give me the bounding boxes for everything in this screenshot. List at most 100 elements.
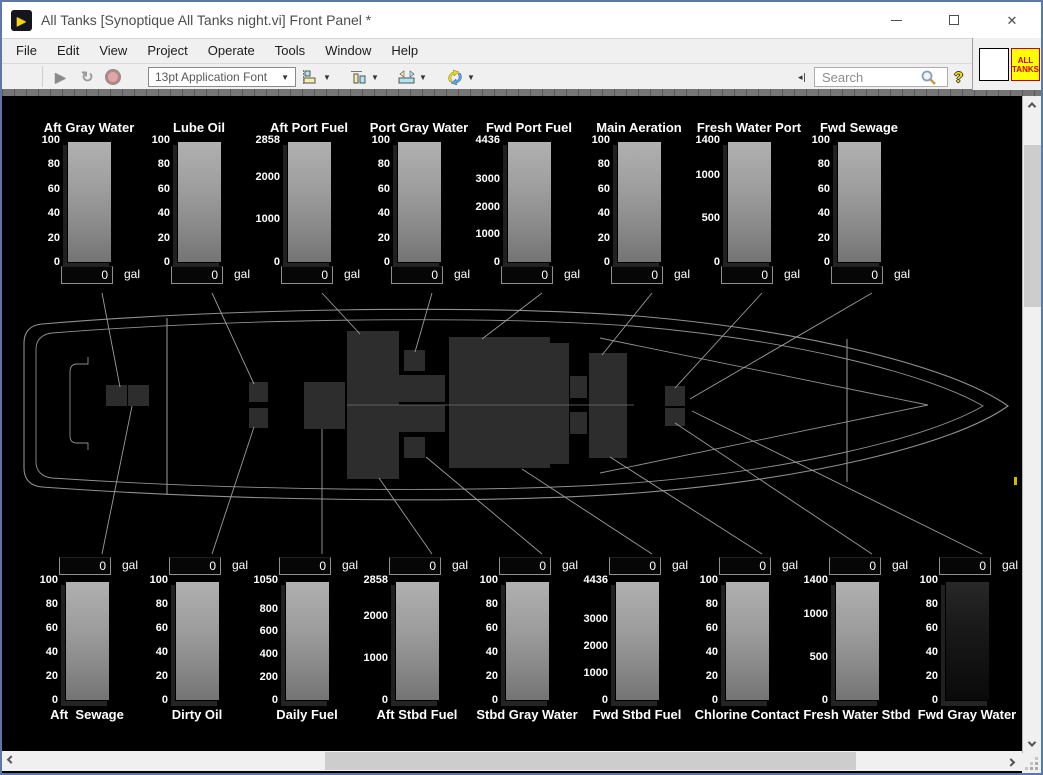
tank-indicator-port-gray-water[interactable] bbox=[393, 141, 442, 268]
search-icon bbox=[921, 70, 936, 85]
tank-indicator-aft-sewage[interactable] bbox=[61, 581, 110, 706]
tank-indicator-dirty-oil[interactable] bbox=[171, 581, 220, 706]
vertical-scrollbar-thumb[interactable] bbox=[1024, 145, 1041, 307]
numeric-readout-fwd-stbd-fuel[interactable]: 0 bbox=[609, 557, 661, 575]
gauge-tick-label: 100 bbox=[151, 134, 170, 146]
menu-item-tools[interactable]: Tools bbox=[274, 43, 306, 58]
tank-indicator-chlorine-contact[interactable] bbox=[721, 581, 770, 706]
toolbar-overflow-arrow[interactable]: ◂ bbox=[798, 64, 805, 90]
close-button[interactable]: ✕ bbox=[983, 2, 1041, 38]
numeric-readout-fwd-port-fuel[interactable]: 0 bbox=[501, 266, 553, 284]
horizontal-scrollbar-thumb[interactable] bbox=[325, 752, 856, 770]
gauge-tick-label: 20 bbox=[47, 231, 60, 244]
numeric-readout-fwd-sewage[interactable]: 0 bbox=[831, 266, 883, 284]
menu-item-file[interactable]: File bbox=[16, 43, 37, 58]
scroll-up-button[interactable] bbox=[1023, 96, 1041, 114]
tank-indicator-stbd-gray-water[interactable] bbox=[501, 581, 550, 706]
numeric-readout-fresh-water-stbd[interactable]: 0 bbox=[829, 557, 881, 575]
tank-indicator-main-aeration[interactable] bbox=[613, 141, 662, 268]
numeric-readout-lube-oil[interactable]: 0 bbox=[171, 266, 223, 284]
run-continuously-icon: ↻ bbox=[81, 69, 94, 86]
unit-label: gal bbox=[124, 267, 141, 281]
menu-item-edit[interactable]: Edit bbox=[56, 43, 80, 58]
gauge-tick-label: 500 bbox=[809, 651, 828, 664]
tank-indicator-aft-port-fuel[interactable] bbox=[283, 141, 332, 268]
unit-label: gal bbox=[1002, 558, 1019, 572]
resize-objects-button[interactable]: ▼ bbox=[398, 64, 427, 90]
chevron-down-icon: ▼ bbox=[323, 72, 331, 82]
numeric-readout-aft-gray-water[interactable]: 0 bbox=[61, 266, 113, 284]
vertical-scrollbar[interactable] bbox=[1022, 96, 1041, 753]
chevron-down-icon bbox=[1027, 738, 1037, 747]
tank-indicator-fresh-water-port[interactable] bbox=[723, 141, 772, 268]
gauge-tick-label: 1400 bbox=[803, 574, 828, 586]
menu-item-help[interactable]: Help bbox=[391, 43, 419, 58]
numeric-readout-chlorine-contact[interactable]: 0 bbox=[719, 557, 771, 575]
numeric-readout-dirty-oil[interactable]: 0 bbox=[169, 557, 221, 575]
run-continuously-button[interactable]: ↻ bbox=[81, 64, 94, 90]
gauge-tick-label: 60 bbox=[485, 622, 498, 634]
numeric-readout-port-gray-water[interactable]: 0 bbox=[391, 266, 443, 284]
gauge-tick-label: 100 bbox=[479, 574, 498, 586]
gauge-title-chlorine-contact: Chlorine Contact bbox=[694, 707, 800, 722]
run-button[interactable]: ▶ bbox=[55, 64, 66, 90]
numeric-readout-daily-fuel[interactable]: 0 bbox=[279, 557, 331, 575]
vi-badge-line1: ALL bbox=[1017, 55, 1034, 65]
tank-indicator-fresh-water-stbd[interactable] bbox=[831, 581, 880, 706]
resize-corner[interactable] bbox=[1022, 753, 1041, 773]
gauge-tick-label: 1000 bbox=[363, 652, 388, 664]
numeric-readout-fwd-gray-water[interactable]: 0 bbox=[939, 557, 991, 575]
numeric-readout-aft-port-fuel[interactable]: 0 bbox=[281, 266, 333, 284]
tank-indicator-aft-gray-water[interactable] bbox=[63, 141, 112, 268]
gauge-tick-label: 20 bbox=[597, 231, 610, 244]
vi-icon-block: ALL TANKS bbox=[972, 38, 1041, 90]
gauge-tick-label: 0 bbox=[53, 256, 60, 268]
distribute-objects-button[interactable]: ▼ bbox=[350, 64, 379, 90]
abort-button[interactable] bbox=[106, 64, 120, 90]
reorder-objects-button[interactable]: ▼ bbox=[446, 64, 475, 90]
scroll-down-button[interactable] bbox=[1023, 735, 1041, 753]
menu-item-window[interactable]: Window bbox=[325, 43, 372, 58]
numeric-readout-fresh-water-port[interactable]: 0 bbox=[721, 266, 773, 284]
gauge-tick-label: 20 bbox=[377, 231, 390, 244]
numeric-readout-aft-stbd-fuel[interactable]: 0 bbox=[389, 557, 441, 575]
unit-label: gal bbox=[232, 558, 249, 572]
gauge-tick-label: 40 bbox=[925, 646, 938, 658]
minimize-button[interactable] bbox=[867, 2, 925, 38]
gauge-tick-label: 1000 bbox=[695, 168, 720, 181]
numeric-readout-stbd-gray-water[interactable]: 0 bbox=[499, 557, 551, 575]
scroll-right-button[interactable] bbox=[1002, 751, 1020, 771]
help-icon: ? bbox=[954, 68, 964, 86]
tank-indicator-lube-oil[interactable] bbox=[173, 141, 222, 268]
font-selector[interactable]: 13pt Application Font ▼ bbox=[148, 64, 296, 90]
labview-app-icon[interactable]: ▶ bbox=[11, 10, 32, 31]
search-input[interactable] bbox=[820, 68, 920, 86]
tank-indicator-fwd-port-fuel[interactable] bbox=[503, 141, 552, 268]
align-objects-button[interactable]: ▼ bbox=[302, 64, 331, 90]
gauge-tick-label: 60 bbox=[155, 622, 168, 634]
gauge-tick-label: 40 bbox=[155, 646, 168, 658]
maximize-button[interactable] bbox=[925, 2, 983, 38]
chevron-down-icon: ▼ bbox=[371, 72, 379, 82]
vi-icon-all-tanks[interactable]: ALL TANKS bbox=[1011, 48, 1040, 81]
context-help-button[interactable]: ? bbox=[954, 64, 963, 90]
menu-item-operate[interactable]: Operate bbox=[207, 43, 255, 58]
gauge-tick-label: 80 bbox=[377, 158, 390, 171]
tank-indicator-fwd-stbd-fuel[interactable] bbox=[611, 581, 660, 706]
horizontal-scrollbar[interactable] bbox=[2, 751, 1022, 771]
menu-item-view[interactable]: View bbox=[99, 43, 128, 58]
gauge-tick-label: 0 bbox=[383, 256, 390, 268]
scroll-left-button[interactable] bbox=[2, 751, 20, 771]
tank-indicator-fwd-sewage[interactable] bbox=[833, 141, 882, 268]
tank-indicator-daily-fuel[interactable] bbox=[281, 581, 330, 706]
gauge-title-dirty-oil: Dirty Oil bbox=[171, 707, 223, 722]
numeric-readout-main-aeration[interactable]: 0 bbox=[611, 266, 663, 284]
gauge-tick-label: 0 bbox=[271, 694, 278, 706]
gauge-tick-label: 2858 bbox=[255, 134, 280, 146]
gauge-title-fwd-sewage: Fwd Sewage bbox=[819, 120, 899, 135]
numeric-readout-aft-sewage[interactable]: 0 bbox=[59, 557, 111, 575]
menu-item-project[interactable]: Project bbox=[147, 43, 188, 58]
tank-indicator-aft-stbd-fuel[interactable] bbox=[391, 581, 440, 706]
gauge-tick-label: 1000 bbox=[475, 228, 500, 241]
tank-indicator-fwd-gray-water[interactable] bbox=[941, 581, 990, 706]
